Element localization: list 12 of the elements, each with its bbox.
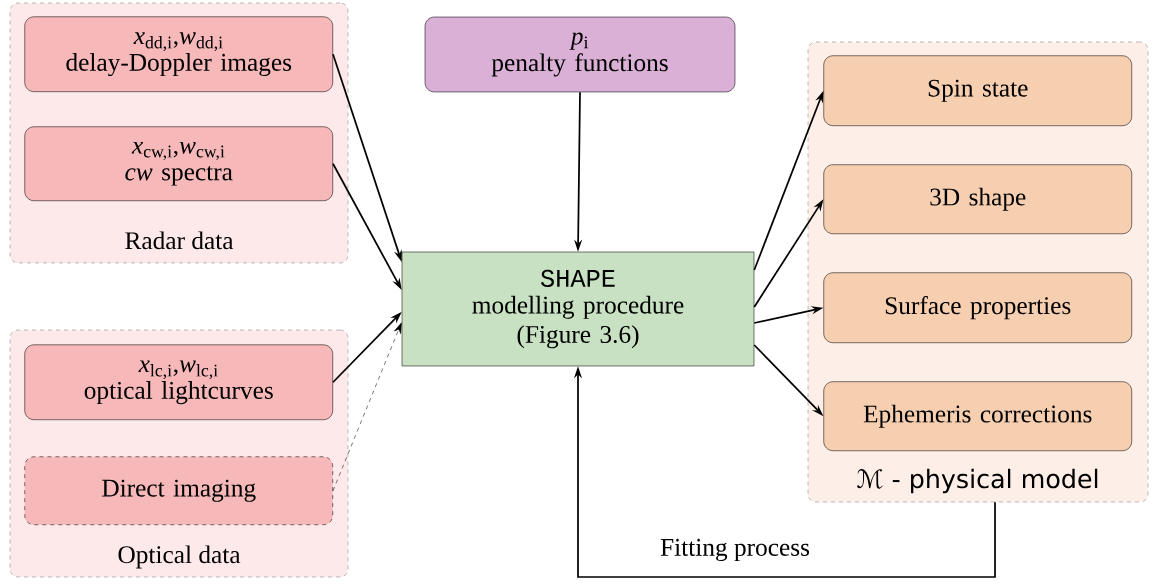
rounded-box: Ephemeris corrections <box>823 381 1132 452</box>
rounded-box: Spin state <box>823 55 1132 126</box>
rounded-box: 3D shape <box>823 164 1132 235</box>
rounded-box: Surface properties <box>823 272 1132 343</box>
rounded-box: p$_{i}$ penalty functions <box>424 16 736 93</box>
rounded-box: Direct imaging <box>24 456 333 526</box>
edge-label: Fitting process <box>658 537 812 563</box>
arrow <box>332 322 402 492</box>
rounded-box: x$_{dd,i}$,w$_{dd,i}$ delay-Doppler images <box>24 16 333 92</box>
rounded-box: x$_{cw,i}$,w$_{cw,i}$ cw spectra <box>24 126 333 201</box>
rounded-box: x$_{lc,i}$,w$_{lc,i}$ optical lightcurves <box>24 344 333 420</box>
process-box: SHAPE modelling procedure (Figure 3.6) <box>401 251 755 367</box>
